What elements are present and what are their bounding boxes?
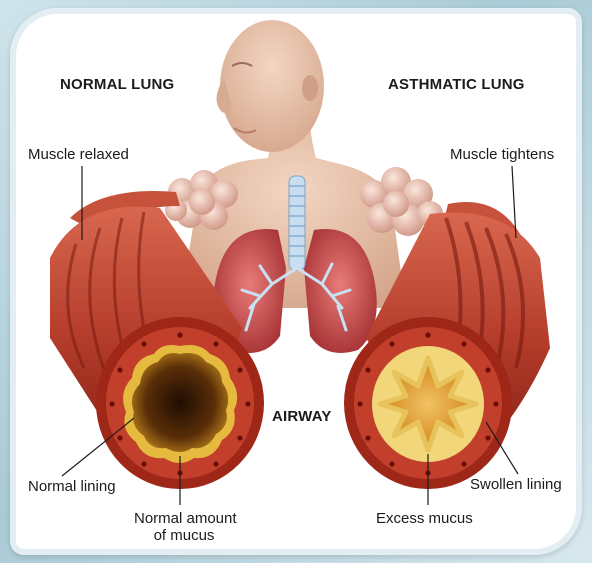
muscle-relaxed-label: Muscle relaxed <box>28 146 129 163</box>
airway-heading: AIRWAY <box>272 408 332 425</box>
normal-lining-label: Normal lining <box>28 478 116 495</box>
diagram-card: NORMAL LUNG ASTHMATIC LUNG AIRWAY Muscle… <box>10 8 582 555</box>
normal-mucus-line-2: of mucus <box>134 527 234 544</box>
asthmatic-lung-heading: ASTHMATIC LUNG <box>388 76 525 93</box>
normal-mucus-label: Normal amount of mucus <box>134 510 234 544</box>
swollen-lining-label: Swollen lining <box>470 476 562 493</box>
normal-lung-heading: NORMAL LUNG <box>60 76 174 93</box>
normal-mucus-line-1: Normal amount <box>134 510 234 527</box>
muscle-tightens-label: Muscle tightens <box>450 146 554 163</box>
excess-mucus-label: Excess mucus <box>376 510 473 527</box>
